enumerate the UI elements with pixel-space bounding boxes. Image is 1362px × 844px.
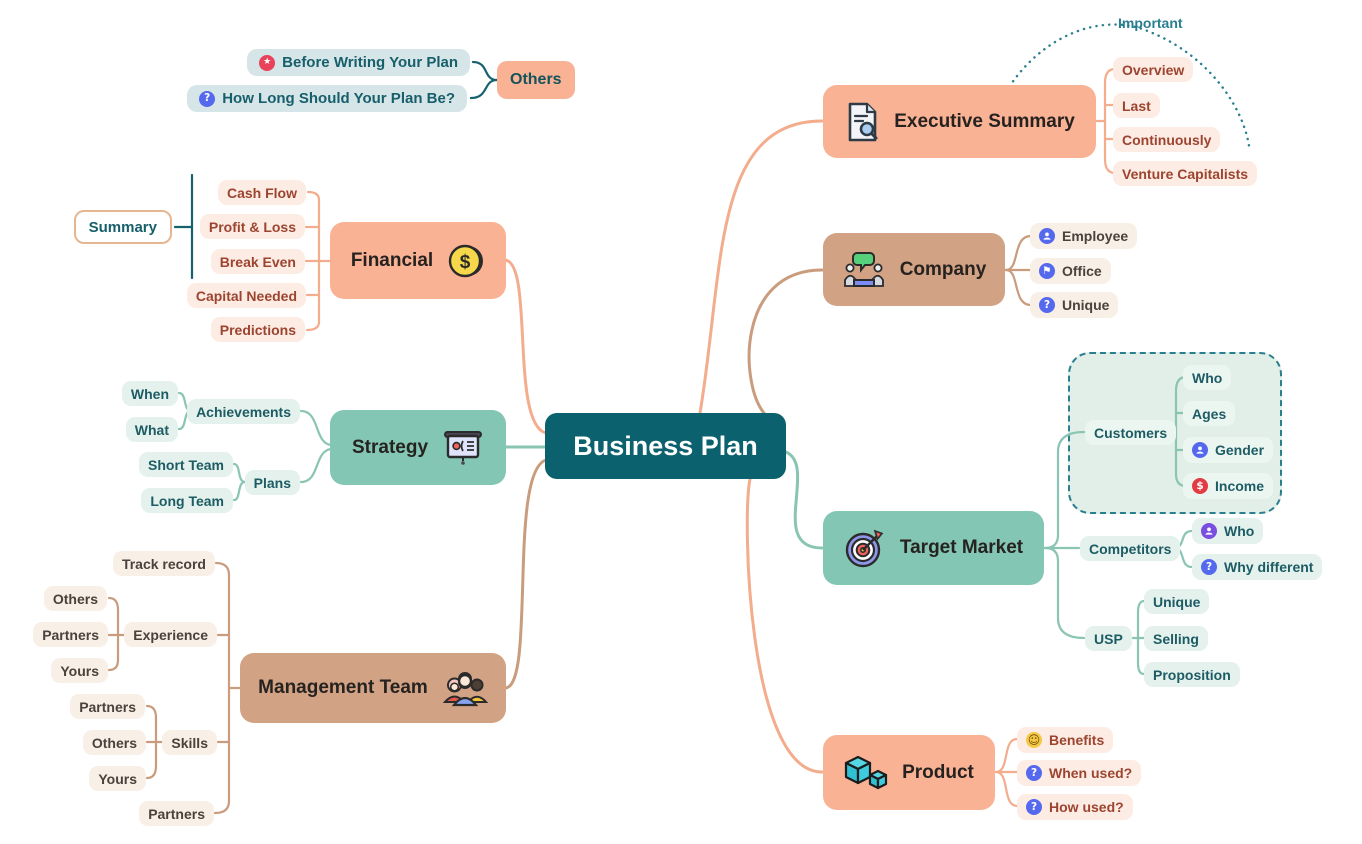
node-predictions[interactable]: Predictions xyxy=(210,317,305,342)
person-icon xyxy=(1192,442,1208,458)
question-icon: ? xyxy=(1039,297,1055,313)
node-benefits[interactable]: ☺ Benefits xyxy=(1017,727,1114,753)
node-before-writing-your-plan[interactable]: ★ Before Writing Your Plan xyxy=(247,49,470,76)
node-short-team[interactable]: Short Team xyxy=(139,452,233,477)
flag-icon: ⚑ xyxy=(1039,263,1055,279)
node-venture-capitalists[interactable]: Venture Capitalists xyxy=(1113,161,1258,186)
node-cash-flow[interactable]: Cash Flow xyxy=(217,180,306,205)
node-experience-yours[interactable]: Yours xyxy=(51,658,108,683)
dartboard-icon xyxy=(844,527,886,569)
node-label: Office xyxy=(1062,263,1102,279)
node-achievements[interactable]: Achievements xyxy=(187,399,300,424)
topic-label: Product xyxy=(902,761,974,783)
red-star-icon: ★ xyxy=(259,54,276,71)
node-label: Before Writing Your Plan xyxy=(282,54,458,71)
people-team-icon xyxy=(442,669,488,707)
node-label: How used? xyxy=(1049,799,1124,815)
node-continuously[interactable]: Continuously xyxy=(1113,127,1221,152)
node-capital-needed[interactable]: Capital Needed xyxy=(186,283,306,308)
node-break-even[interactable]: Break Even xyxy=(210,249,305,274)
node-experience-partners[interactable]: Partners xyxy=(33,622,108,647)
topic-label: Company xyxy=(899,258,987,280)
smiley-icon: ☺ xyxy=(1026,732,1042,748)
question-icon: ? xyxy=(1026,799,1042,815)
node-skills-yours[interactable]: Yours xyxy=(89,766,146,791)
central-topic[interactable]: Business Plan xyxy=(545,413,786,479)
node-label: Gender xyxy=(1215,442,1265,458)
node-label: When used? xyxy=(1049,765,1133,781)
cubes-icon xyxy=(844,754,888,792)
node-when[interactable]: When xyxy=(121,381,178,406)
topic-strategy[interactable]: Strategy xyxy=(330,410,506,485)
node-long-team[interactable]: Long Team xyxy=(141,488,233,513)
node-experience[interactable]: Experience xyxy=(124,622,217,647)
question-icon: ? xyxy=(199,90,216,107)
important-label[interactable]: Important xyxy=(1118,15,1183,31)
node-label: Unique xyxy=(1062,297,1110,313)
node-overview[interactable]: Overview xyxy=(1113,57,1194,82)
topic-target-market[interactable]: Target Market xyxy=(823,511,1044,585)
node-experience-others[interactable]: Others xyxy=(43,586,107,611)
main-branch-lines xyxy=(503,119,824,774)
node-customers-gender[interactable]: Gender xyxy=(1183,437,1274,463)
sub-branch-lines xyxy=(107,60,1194,815)
topic-financial[interactable]: Financial $ xyxy=(330,222,506,299)
question-icon: ? xyxy=(1201,559,1217,575)
node-usp-unique[interactable]: Unique xyxy=(1144,589,1210,614)
node-label: Income xyxy=(1215,478,1265,494)
node-what[interactable]: What xyxy=(125,417,178,442)
node-office[interactable]: ⚑ Office xyxy=(1030,258,1111,284)
node-employee[interactable]: Employee xyxy=(1030,223,1138,249)
node-label: Why different xyxy=(1224,559,1314,575)
node-why-different[interactable]: ? Why different xyxy=(1192,554,1323,580)
node-usp-selling[interactable]: Selling xyxy=(1144,626,1208,651)
topic-label: Strategy xyxy=(351,436,429,458)
topic-label: Financial xyxy=(350,249,434,271)
person-icon xyxy=(1039,228,1055,244)
node-label: Who xyxy=(1224,523,1255,539)
document-search-icon xyxy=(844,101,880,143)
node-others-topic[interactable]: Others xyxy=(497,61,575,99)
node-track-record[interactable]: Track record xyxy=(112,551,215,576)
node-how-long-should-your-plan-be[interactable]: ? How Long Should Your Plan Be? xyxy=(187,85,467,112)
svg-text:$: $ xyxy=(460,252,471,273)
node-customers-income[interactable]: $ Income xyxy=(1183,473,1274,499)
node-skills-partners[interactable]: Partners xyxy=(70,694,145,719)
question-icon: ? xyxy=(1026,765,1042,781)
node-unique-company[interactable]: ? Unique xyxy=(1030,292,1119,318)
important-relationship-arrow xyxy=(1004,23,1251,148)
node-profit-loss[interactable]: Profit & Loss xyxy=(199,214,305,239)
node-usp[interactable]: USP xyxy=(1085,626,1132,651)
node-competitors-who[interactable]: Who xyxy=(1192,518,1264,544)
node-skills[interactable]: Skills xyxy=(162,730,217,755)
node-last[interactable]: Last xyxy=(1113,93,1160,118)
node-label: Benefits xyxy=(1049,732,1105,748)
topic-label: Executive Summary xyxy=(894,110,1075,132)
topic-management-team[interactable]: Management Team xyxy=(240,653,506,723)
dollar-coin-icon: $ xyxy=(447,242,485,280)
topic-product[interactable]: Product xyxy=(823,735,995,810)
topic-label: Target Market xyxy=(899,537,1024,558)
node-customers-ages[interactable]: Ages xyxy=(1183,401,1236,426)
node-partners[interactable]: Partners xyxy=(139,801,214,826)
node-label: How Long Should Your Plan Be? xyxy=(222,90,455,107)
topic-label: Management Team xyxy=(258,677,428,698)
dollar-icon: $ xyxy=(1192,478,1208,494)
node-competitors[interactable]: Competitors xyxy=(1080,536,1181,561)
presentation-board-icon xyxy=(442,429,484,467)
node-skills-others[interactable]: Others xyxy=(82,730,146,755)
topic-company[interactable]: Company xyxy=(823,233,1005,306)
node-how-used[interactable]: ? How used? xyxy=(1017,794,1133,820)
node-customers[interactable]: Customers xyxy=(1085,420,1177,445)
node-customers-who[interactable]: Who xyxy=(1183,365,1232,390)
meeting-people-icon xyxy=(842,250,886,290)
person-icon xyxy=(1201,523,1217,539)
topic-executive-summary[interactable]: Executive Summary xyxy=(823,85,1096,158)
summary-callout[interactable]: Summary xyxy=(73,210,172,244)
node-label: Employee xyxy=(1062,228,1129,244)
node-plans[interactable]: Plans xyxy=(244,470,300,495)
node-when-used[interactable]: ? When used? xyxy=(1017,760,1142,786)
node-usp-proposition[interactable]: Proposition xyxy=(1144,662,1240,687)
